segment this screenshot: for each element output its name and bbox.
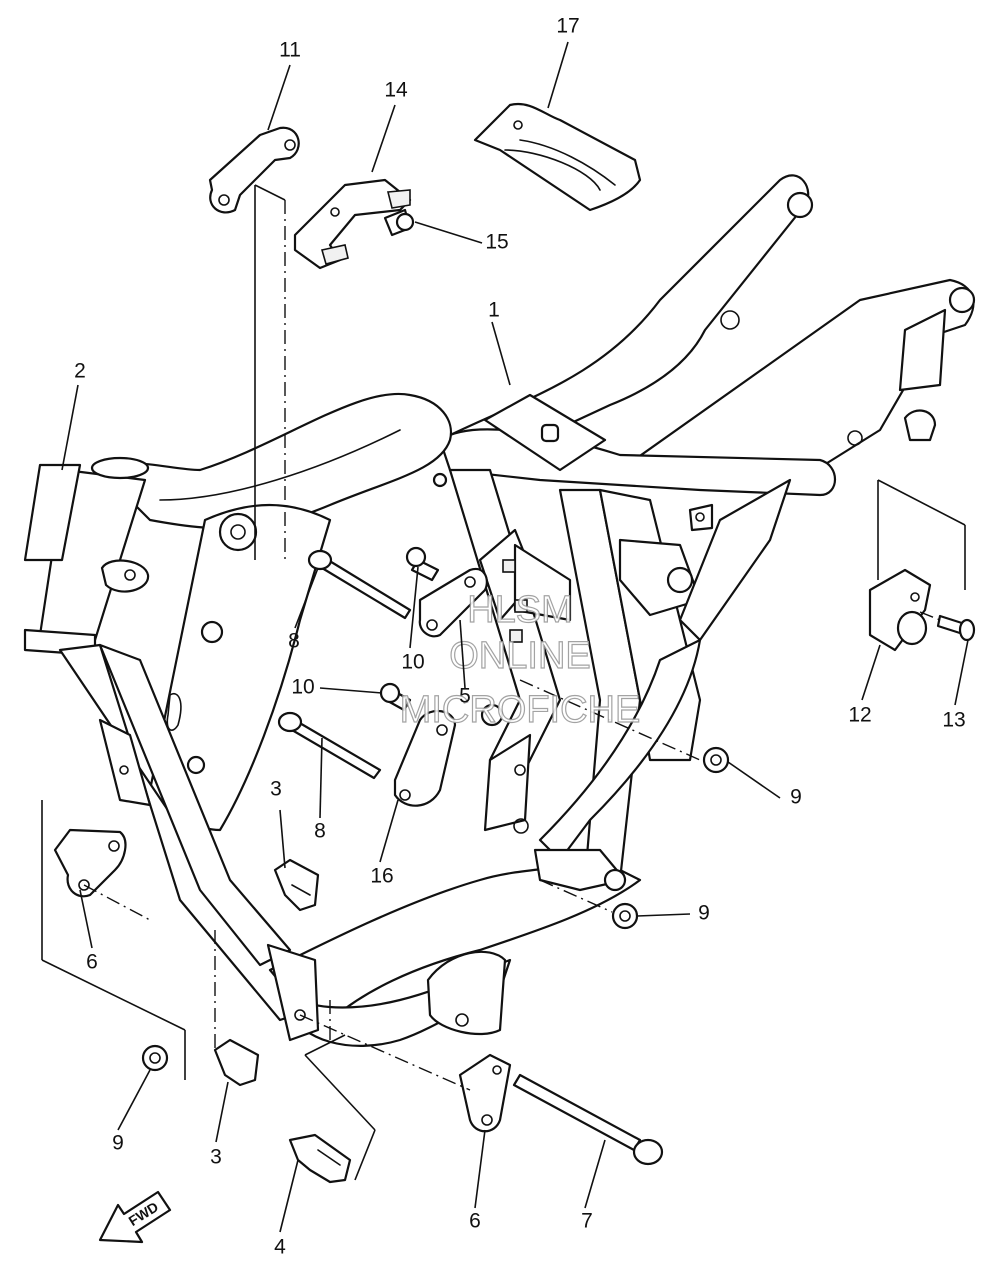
callout-6-left: 6	[86, 951, 98, 974]
part-14-bracket	[293, 178, 412, 270]
callout-9-left: 9	[112, 1132, 124, 1155]
part-6-bracket-left	[53, 828, 127, 898]
watermark: HLSM ONLINE MICROFICHE	[399, 588, 641, 731]
callout-9-right-upper: 9	[790, 786, 802, 809]
watermark-line-1: HLSM	[467, 589, 573, 631]
main-frame	[23, 174, 976, 1047]
callout-13: 13	[942, 709, 965, 732]
callout-2: 2	[74, 360, 86, 383]
part-6-bracket-right	[458, 1053, 512, 1133]
part-3-clip-upper	[273, 858, 320, 912]
callout-8-upper: 8	[288, 630, 300, 653]
callout-6-right: 6	[469, 1210, 481, 1233]
callout-10-upper: 10	[401, 651, 424, 674]
part-8-bolt-lower	[277, 711, 382, 780]
callout-12: 12	[848, 704, 871, 727]
fwd-arrow-icon: FWD	[98, 1190, 172, 1244]
part-8-bolt-upper	[307, 549, 412, 620]
callout-3-upper: 3	[270, 778, 282, 801]
part-2-tape	[23, 463, 82, 562]
callout-4: 4	[274, 1236, 286, 1259]
callout-labels: 1 2 3 3 4 5 6 6 7 8 8 9 9 9 10 10 11 12 …	[74, 15, 966, 1259]
callout-5: 5	[459, 685, 471, 708]
callout-16: 16	[370, 865, 393, 888]
watermark-line-3: MICROFICHE	[400, 689, 641, 731]
alignment-lines	[41, 184, 966, 1181]
part-10-bolt-upper	[405, 546, 440, 582]
leader-lines	[61, 41, 969, 1233]
callout-1: 1	[488, 299, 500, 322]
part-16-plate	[393, 709, 457, 807]
callout-10-lower: 10	[291, 676, 314, 699]
part-3-clip-lower	[213, 1038, 260, 1087]
callout-3-lower: 3	[210, 1146, 222, 1169]
watermark-line-2: ONLINE	[449, 635, 590, 677]
part-5-plate	[418, 567, 488, 638]
part-13-bolt	[936, 614, 976, 642]
part-9-nut-left	[141, 1044, 169, 1072]
callout-14: 14	[384, 79, 408, 102]
callout-8-lower: 8	[314, 820, 326, 843]
part-10-bolt-lower	[379, 682, 412, 712]
callout-17: 17	[556, 15, 579, 38]
part-9-nut-right-upper	[702, 746, 730, 774]
part-7-bolt	[512, 1073, 664, 1166]
callout-9-right-lower: 9	[698, 902, 710, 925]
part-11-bracket	[208, 126, 300, 214]
callout-7: 7	[581, 1210, 593, 1233]
part-15-bolt	[383, 208, 415, 237]
part-9-nut-right-lower	[611, 902, 639, 930]
part-17-pad	[473, 102, 642, 212]
callout-11: 11	[279, 39, 301, 62]
part-4-clamp	[288, 1133, 352, 1184]
callout-15: 15	[485, 231, 508, 254]
part-12-bracket	[868, 568, 932, 652]
